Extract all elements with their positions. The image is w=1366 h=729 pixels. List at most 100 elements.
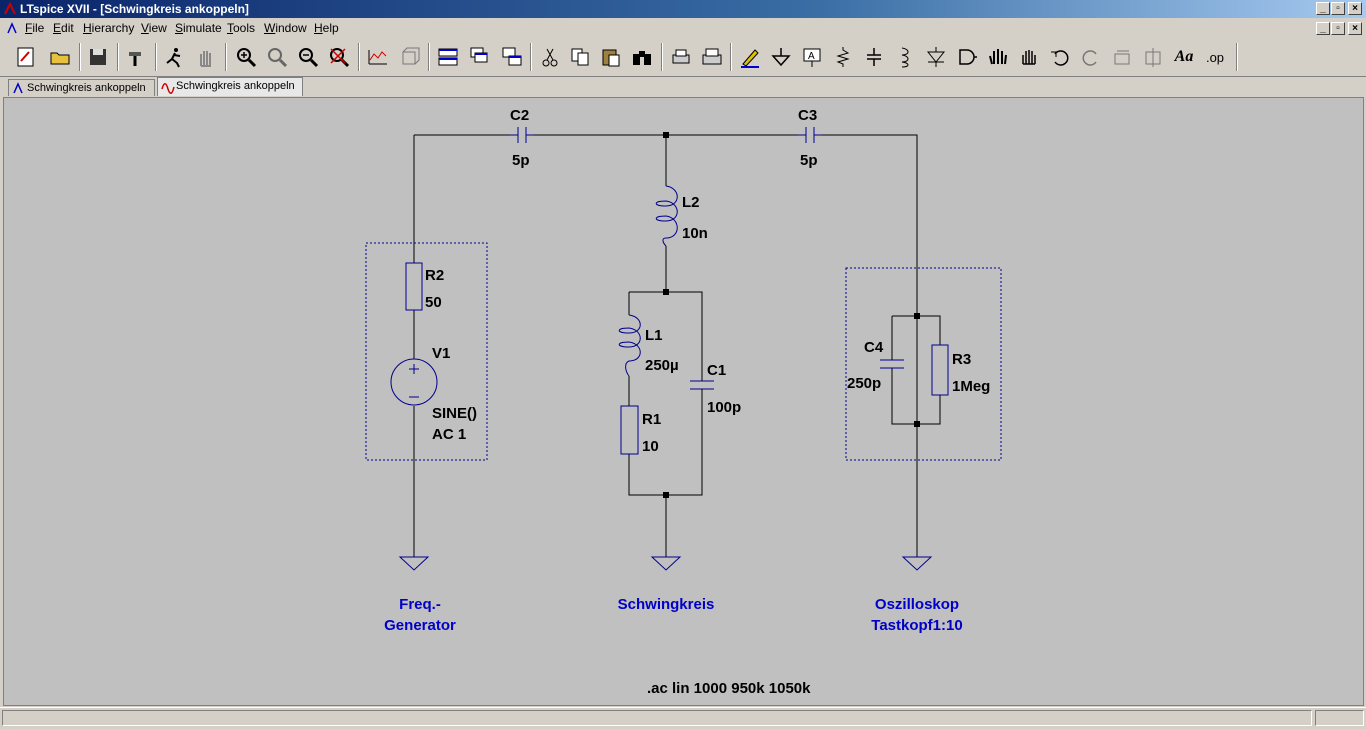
scope-label-line1[interactable]: Oszilloskop [875, 596, 959, 613]
menu-window[interactable]: Window [264, 21, 307, 35]
paste-button[interactable] [597, 43, 625, 71]
r1-value[interactable]: 10 [642, 438, 659, 455]
resistor-r2[interactable] [405, 262, 423, 311]
hand-drag-icon [1022, 50, 1036, 65]
view-toggle-button[interactable] [396, 43, 424, 71]
minimize-button[interactable]: _ [1316, 2, 1330, 15]
inductor-l2[interactable] [655, 185, 678, 247]
c1-value[interactable]: 100p [707, 399, 741, 416]
undo-button[interactable] [1046, 43, 1074, 71]
pan-button[interactable] [263, 43, 291, 71]
text-button[interactable]: Aa [1170, 43, 1198, 71]
inductor-button[interactable] [891, 43, 919, 71]
r3-name[interactable]: R3 [952, 351, 971, 368]
menu-hierarchy[interactable]: Hierarchy [83, 21, 135, 35]
c3-name[interactable]: C3 [798, 107, 817, 124]
resistor-r1[interactable] [620, 405, 639, 455]
c2-name[interactable]: C2 [510, 107, 529, 124]
r1-name[interactable]: R1 [642, 411, 661, 428]
ground-button[interactable] [767, 43, 795, 71]
zoom-in-button[interactable] [232, 43, 260, 71]
c2-value[interactable]: 5p [512, 152, 530, 169]
new-schematic-button[interactable] [12, 43, 40, 71]
r2-name[interactable]: R2 [425, 267, 444, 284]
capacitor-c2[interactable] [510, 127, 534, 143]
scissors-icon [542, 48, 558, 67]
floppy-icon [90, 49, 106, 65]
menu-file[interactable]: File [25, 21, 45, 35]
menu-view[interactable]: View [141, 21, 167, 35]
r2-value[interactable]: 50 [425, 294, 442, 311]
menu-simulate[interactable]: Simulate [175, 21, 222, 35]
l2-name[interactable]: L2 [682, 194, 700, 211]
menu-help[interactable]: Help [314, 21, 339, 35]
schematic-canvas[interactable]: C2 5p C3 5p L2 10n R2 50 V1 SINE() AC 1 … [3, 97, 1364, 706]
menu-tools[interactable]: Tools [227, 21, 256, 35]
voltage-source-v1[interactable] [390, 358, 438, 406]
tab-waveform[interactable]: Schwingkreis ankoppeln [157, 77, 303, 96]
move-button[interactable] [984, 43, 1012, 71]
schematic-drawing[interactable]: C2 5p C3 5p L2 10n R2 50 V1 SINE() AC 1 … [4, 98, 1365, 707]
close-button[interactable]: × [1348, 2, 1362, 15]
l2-value[interactable]: 10n [682, 225, 708, 242]
mirror-button[interactable] [1139, 43, 1167, 71]
spice-directive[interactable]: .ac lin 1000 950k 1050k [647, 680, 811, 697]
v1-name[interactable]: V1 [432, 345, 450, 362]
label-net-button[interactable]: A [798, 43, 826, 71]
inductor-l1[interactable] [618, 314, 641, 377]
l1-name[interactable]: L1 [645, 327, 663, 344]
component-button[interactable] [953, 43, 981, 71]
generator-label-line1[interactable]: Freq.- [399, 596, 441, 613]
print-button[interactable] [698, 43, 726, 71]
tank-circuit-label[interactable]: Schwingkreis [618, 596, 715, 613]
doc-minimize-button[interactable]: _ [1316, 22, 1330, 35]
r3-value[interactable]: 1Meg [952, 378, 990, 395]
tile-vertical-button[interactable] [498, 43, 526, 71]
zoom-in-icon [237, 48, 257, 68]
scope-label-line2[interactable]: Tastkopf1:10 [871, 617, 962, 634]
print-preview-button[interactable] [667, 43, 695, 71]
control-panel-button[interactable] [122, 43, 150, 71]
restore-button[interactable]: ▫ [1331, 2, 1345, 15]
hand-move-icon [989, 49, 1007, 65]
rotate-button[interactable] [1108, 43, 1136, 71]
redo-button[interactable] [1077, 43, 1105, 71]
cascade-button[interactable] [466, 43, 494, 71]
doc-restore-button[interactable]: ▫ [1331, 22, 1345, 35]
undo-icon [1051, 50, 1069, 66]
diode-icon [926, 47, 946, 67]
drag-button[interactable] [1015, 43, 1043, 71]
c3-value[interactable]: 5p [800, 152, 818, 169]
generator-label-line2[interactable]: Generator [384, 617, 456, 634]
c4-name[interactable]: C4 [864, 339, 884, 356]
halt-button[interactable] [192, 43, 220, 71]
capacitor-c3[interactable] [798, 127, 822, 143]
diode-button[interactable] [922, 43, 950, 71]
open-button[interactable] [46, 43, 74, 71]
tile-horizontal-button[interactable] [434, 43, 462, 71]
autoscale-button[interactable] [364, 43, 392, 71]
spice-directive-button[interactable]: .op [1201, 43, 1229, 71]
tab-schematic[interactable]: Schwingkreis ankoppeln [8, 79, 155, 96]
v1-value[interactable]: SINE() [432, 405, 477, 422]
draw-wire-button[interactable] [736, 43, 764, 71]
capacitor-c4[interactable] [880, 359, 904, 369]
resistor-r3[interactable] [931, 344, 949, 396]
cut-button[interactable] [536, 43, 564, 71]
l1-value[interactable]: 250µ [645, 357, 679, 374]
menu-edit[interactable]: Edit [53, 21, 74, 35]
doc-close-button[interactable]: × [1348, 22, 1362, 35]
c4-value[interactable]: 250p [847, 375, 881, 392]
c1-name[interactable]: C1 [707, 362, 726, 379]
resistor-button[interactable] [829, 43, 857, 71]
v1-value-ac[interactable]: AC 1 [432, 426, 466, 443]
capacitor-button[interactable] [860, 43, 888, 71]
copy-button[interactable] [566, 43, 594, 71]
capacitor-c1[interactable] [690, 380, 714, 390]
save-button[interactable] [84, 43, 112, 71]
redo-icon [1082, 50, 1097, 66]
zoom-out-button[interactable] [294, 43, 322, 71]
find-button[interactable] [628, 43, 656, 71]
run-button[interactable] [160, 43, 188, 71]
zoom-fit-button[interactable] [325, 43, 353, 71]
